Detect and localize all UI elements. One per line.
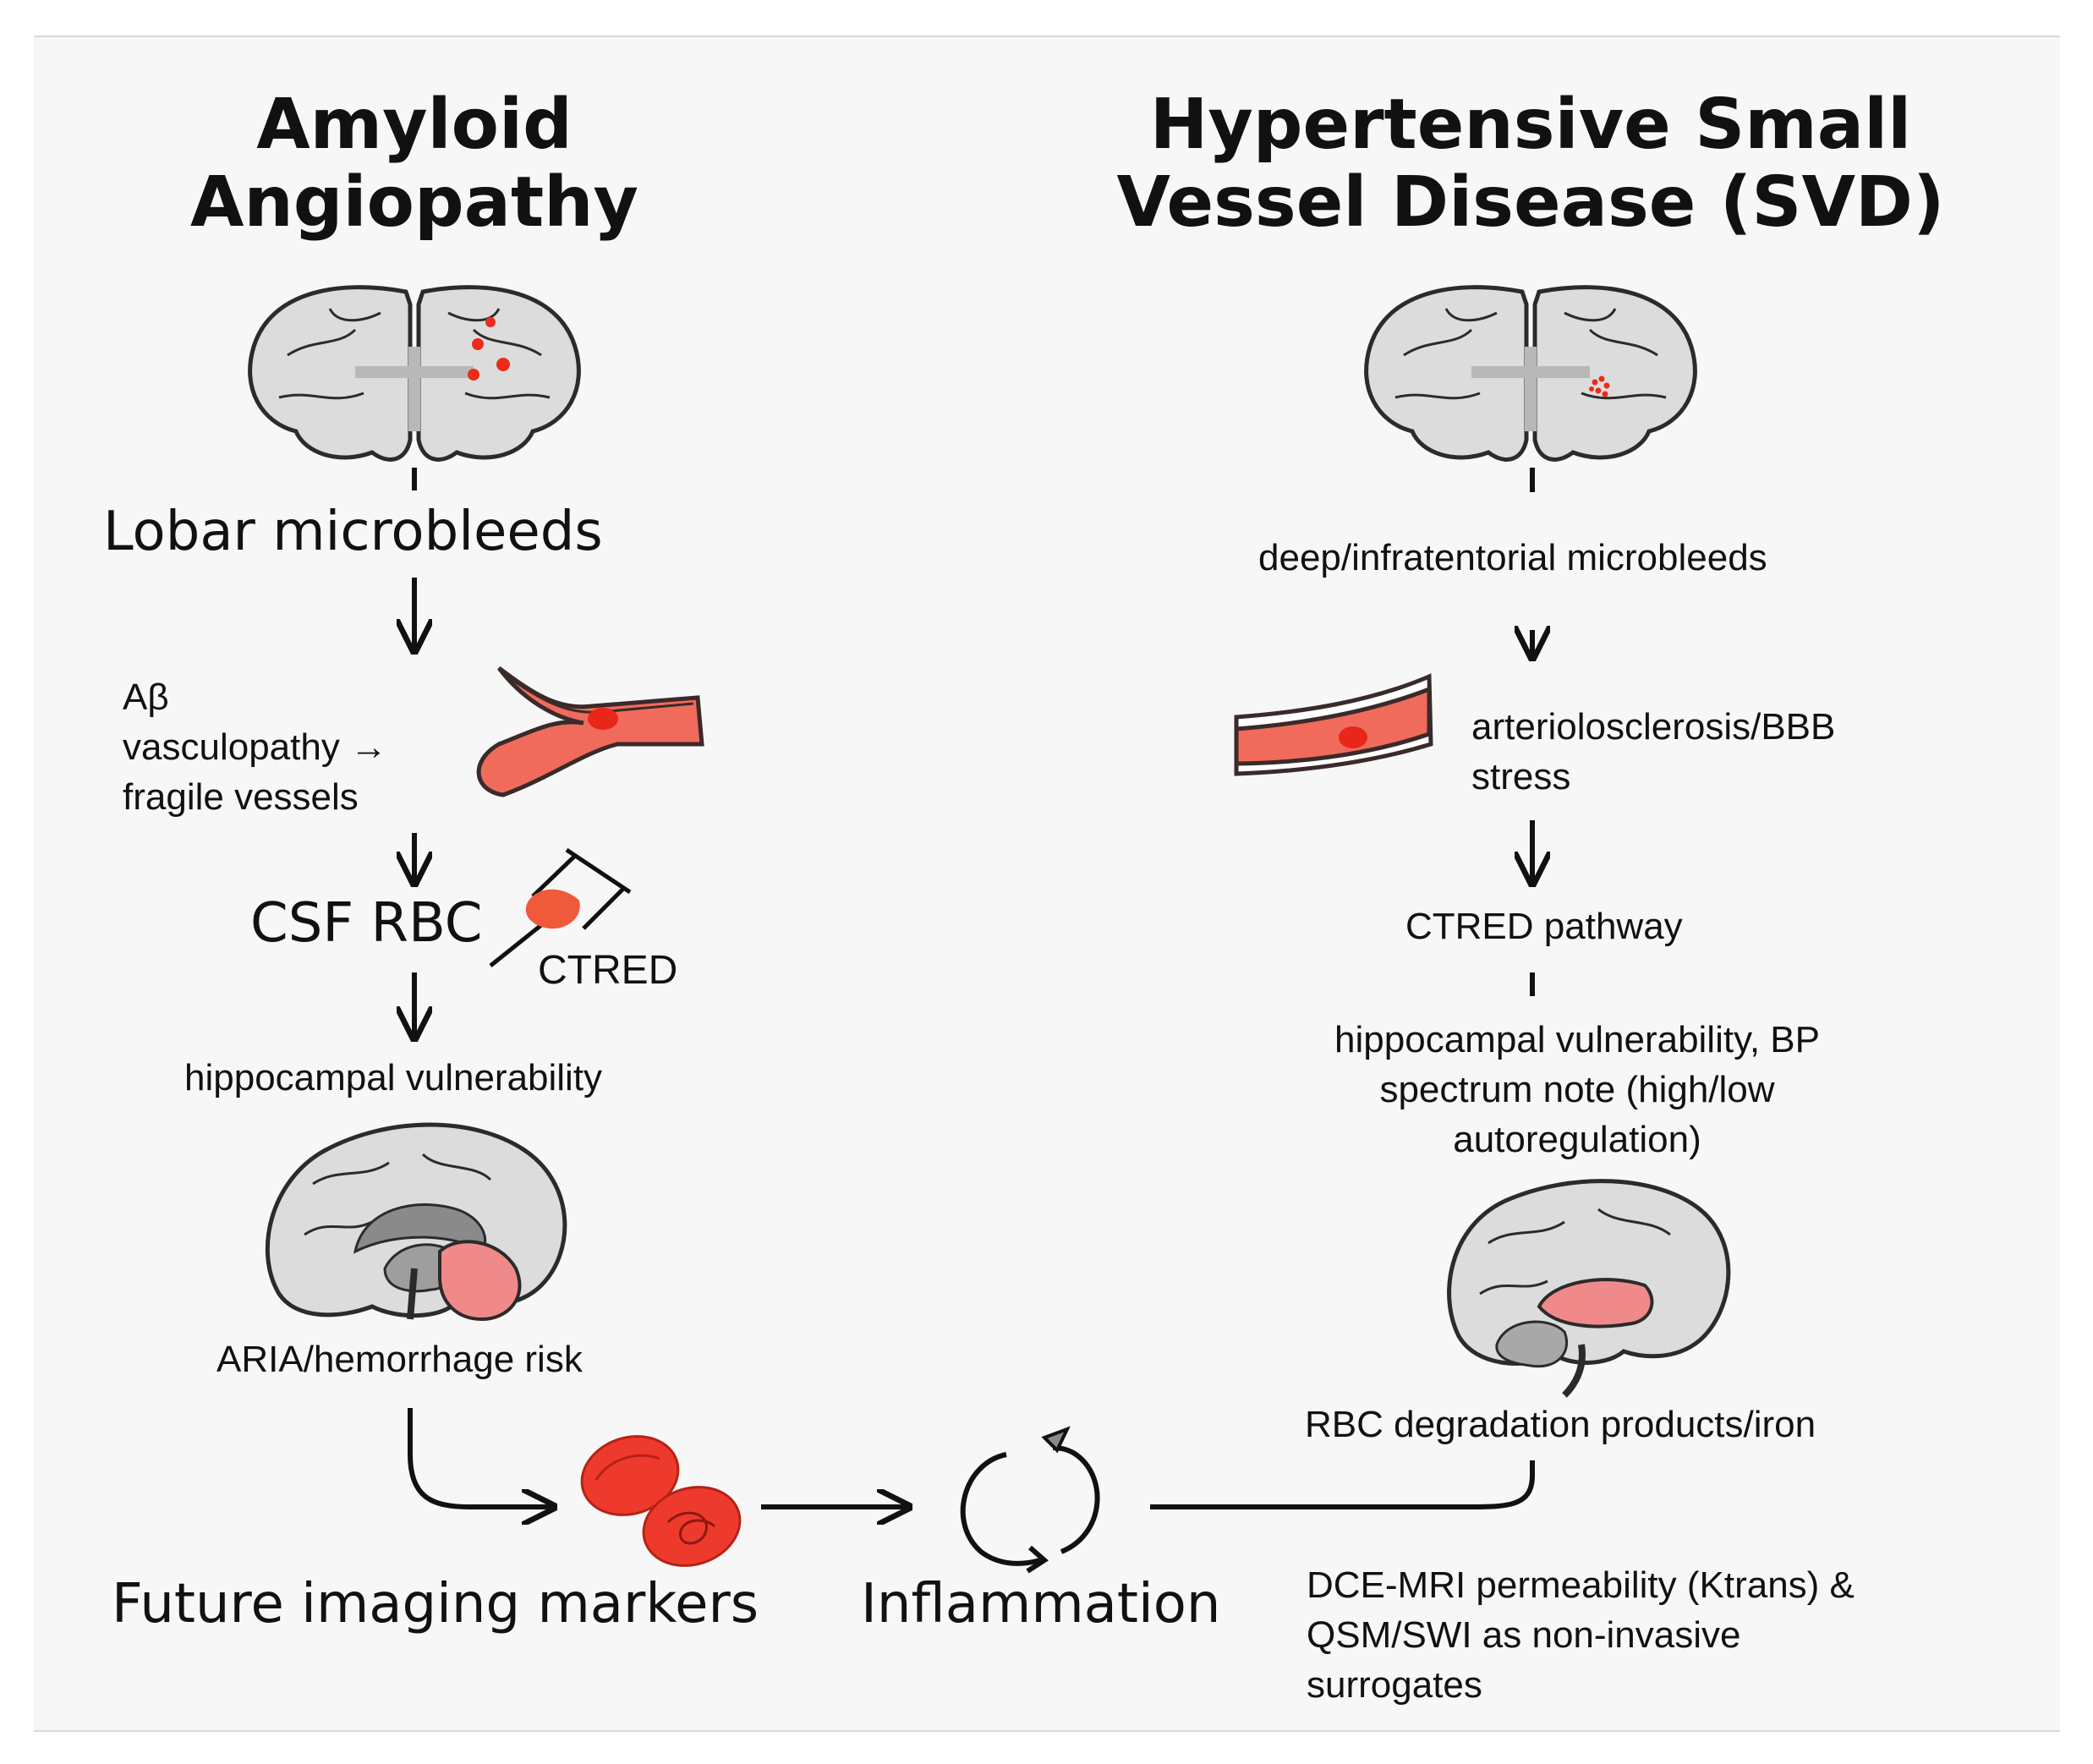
left-step2-label: Aβ vasculopathy → fragile vessels: [123, 672, 387, 822]
left-step2-line3: fragile vessels: [123, 776, 359, 818]
right-note-line3: surrogates: [1307, 1664, 1482, 1706]
right-note-line1: DCE-MRI permeability (Ktrans) &: [1307, 1564, 1855, 1606]
right-step4-line1: hippocampal vulnerability, BP: [1334, 1019, 1820, 1060]
left-step1-label: Lobar microbleeds: [103, 501, 603, 563]
right-note: DCE-MRI permeability (Ktrans) & QSM/SWI …: [1307, 1560, 1855, 1710]
left-title-line1: Amyloid: [256, 85, 573, 165]
right-step4-line3: autoregulation): [1453, 1119, 1701, 1160]
right-step4-label: hippocampal vulnerability, BP spectrum n…: [1256, 1015, 1898, 1164]
left-step2-line2: vasculopathy →: [123, 726, 388, 768]
right-step3-label: CTRED pathway: [1405, 906, 1683, 947]
left-flow-arrows: [410, 468, 1535, 1507]
brain-front-icon: [1364, 285, 1697, 462]
left-step2-line1: Aβ: [123, 677, 169, 718]
cycle-arrows-icon: [960, 1426, 1100, 1574]
right-title-line1: Hypertensive Small: [1149, 85, 1912, 165]
red-blood-cell-icon: [580, 1435, 742, 1567]
right-step4-line2: spectrum note (high/low: [1379, 1069, 1775, 1110]
blood-vessel-icon: [476, 666, 704, 797]
bottom-imaging-label: Future imaging markers: [112, 1573, 759, 1635]
left-title: Amyloid Angiopathy: [161, 86, 668, 242]
right-title-line2: Vessel Disease (SVD): [1116, 162, 1945, 243]
blood-vessel-icon: [1234, 673, 1433, 776]
right-step1-label: deep/infratentorial microbleeds: [1258, 537, 1767, 578]
brain-sagittal-icon: [265, 1122, 567, 1322]
brain-sagittal-icon: [1447, 1179, 1731, 1398]
syringe-icon: [489, 847, 632, 967]
right-step2-line2: stress: [1471, 756, 1571, 797]
brain-front-icon: [248, 285, 581, 462]
left-title-line2: Angiopathy: [189, 162, 639, 243]
bottom-inflammation-label: Inflammation: [861, 1573, 1221, 1635]
right-step5-label: RBC degradation products/iron: [1305, 1404, 1816, 1445]
left-step4-label: hippocampal vulnerability: [184, 1057, 603, 1098]
left-step3-tag: CTRED: [538, 948, 678, 993]
right-step2-line1: arteriolosclerosis/BBB: [1471, 706, 1836, 748]
left-step5-label: ARIA/hemorrhage risk: [216, 1339, 583, 1380]
right-title: Hypertensive Small Vessel Disease (SVD): [1049, 86, 2013, 242]
right-note-line2: QSM/SWI as non-invasive: [1307, 1614, 1741, 1656]
right-step2-label: arteriolosclerosis/BBB stress: [1471, 702, 1835, 802]
left-step3-label: CSF RBC: [250, 892, 483, 955]
